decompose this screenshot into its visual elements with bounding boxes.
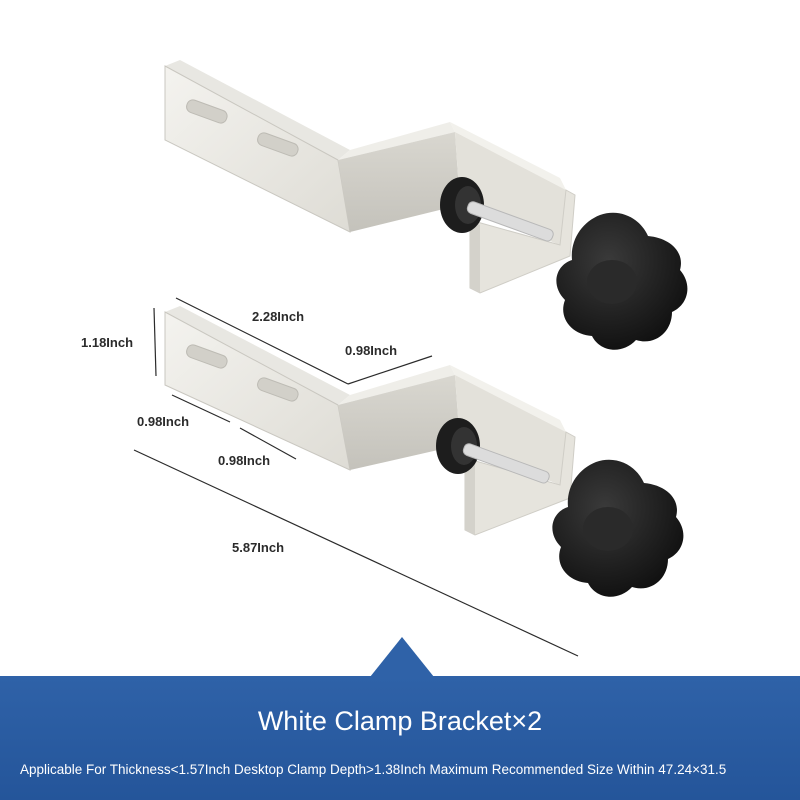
banner-notch: [370, 637, 434, 677]
dimension-label-total-length: 5.87Inch: [232, 540, 285, 555]
dimension-label-length-overall: 2.28Inch: [252, 309, 305, 324]
top-bracket-illustration: [164, 60, 688, 350]
dimension-label-height: 1.18Inch: [81, 335, 134, 350]
dimension-label-clamp-depth: 0.98Inch: [345, 343, 398, 358]
product-banner: [0, 676, 800, 800]
clamp-depth-line: [347, 355, 433, 385]
slot-spacing-line: [171, 394, 231, 423]
product-description: Applicable For Thickness<1.57Inch Deskto…: [20, 762, 727, 777]
slot-offset-line: [239, 427, 297, 460]
total-length-line: [133, 449, 579, 657]
dimension-lines: [133, 297, 579, 657]
bottom-knob-illustration: [552, 459, 684, 597]
dimension-label-slot-spacing: 0.98Inch: [137, 414, 190, 429]
height-line: [153, 307, 157, 377]
top-knob-illustration: [556, 212, 688, 350]
bottom-bracket-illustration: [164, 306, 684, 597]
product-title: White Clamp Bracket×2: [257, 706, 543, 736]
length-overall-line: [175, 297, 349, 385]
dimension-label-slot-offset: 0.98Inch: [218, 453, 271, 468]
